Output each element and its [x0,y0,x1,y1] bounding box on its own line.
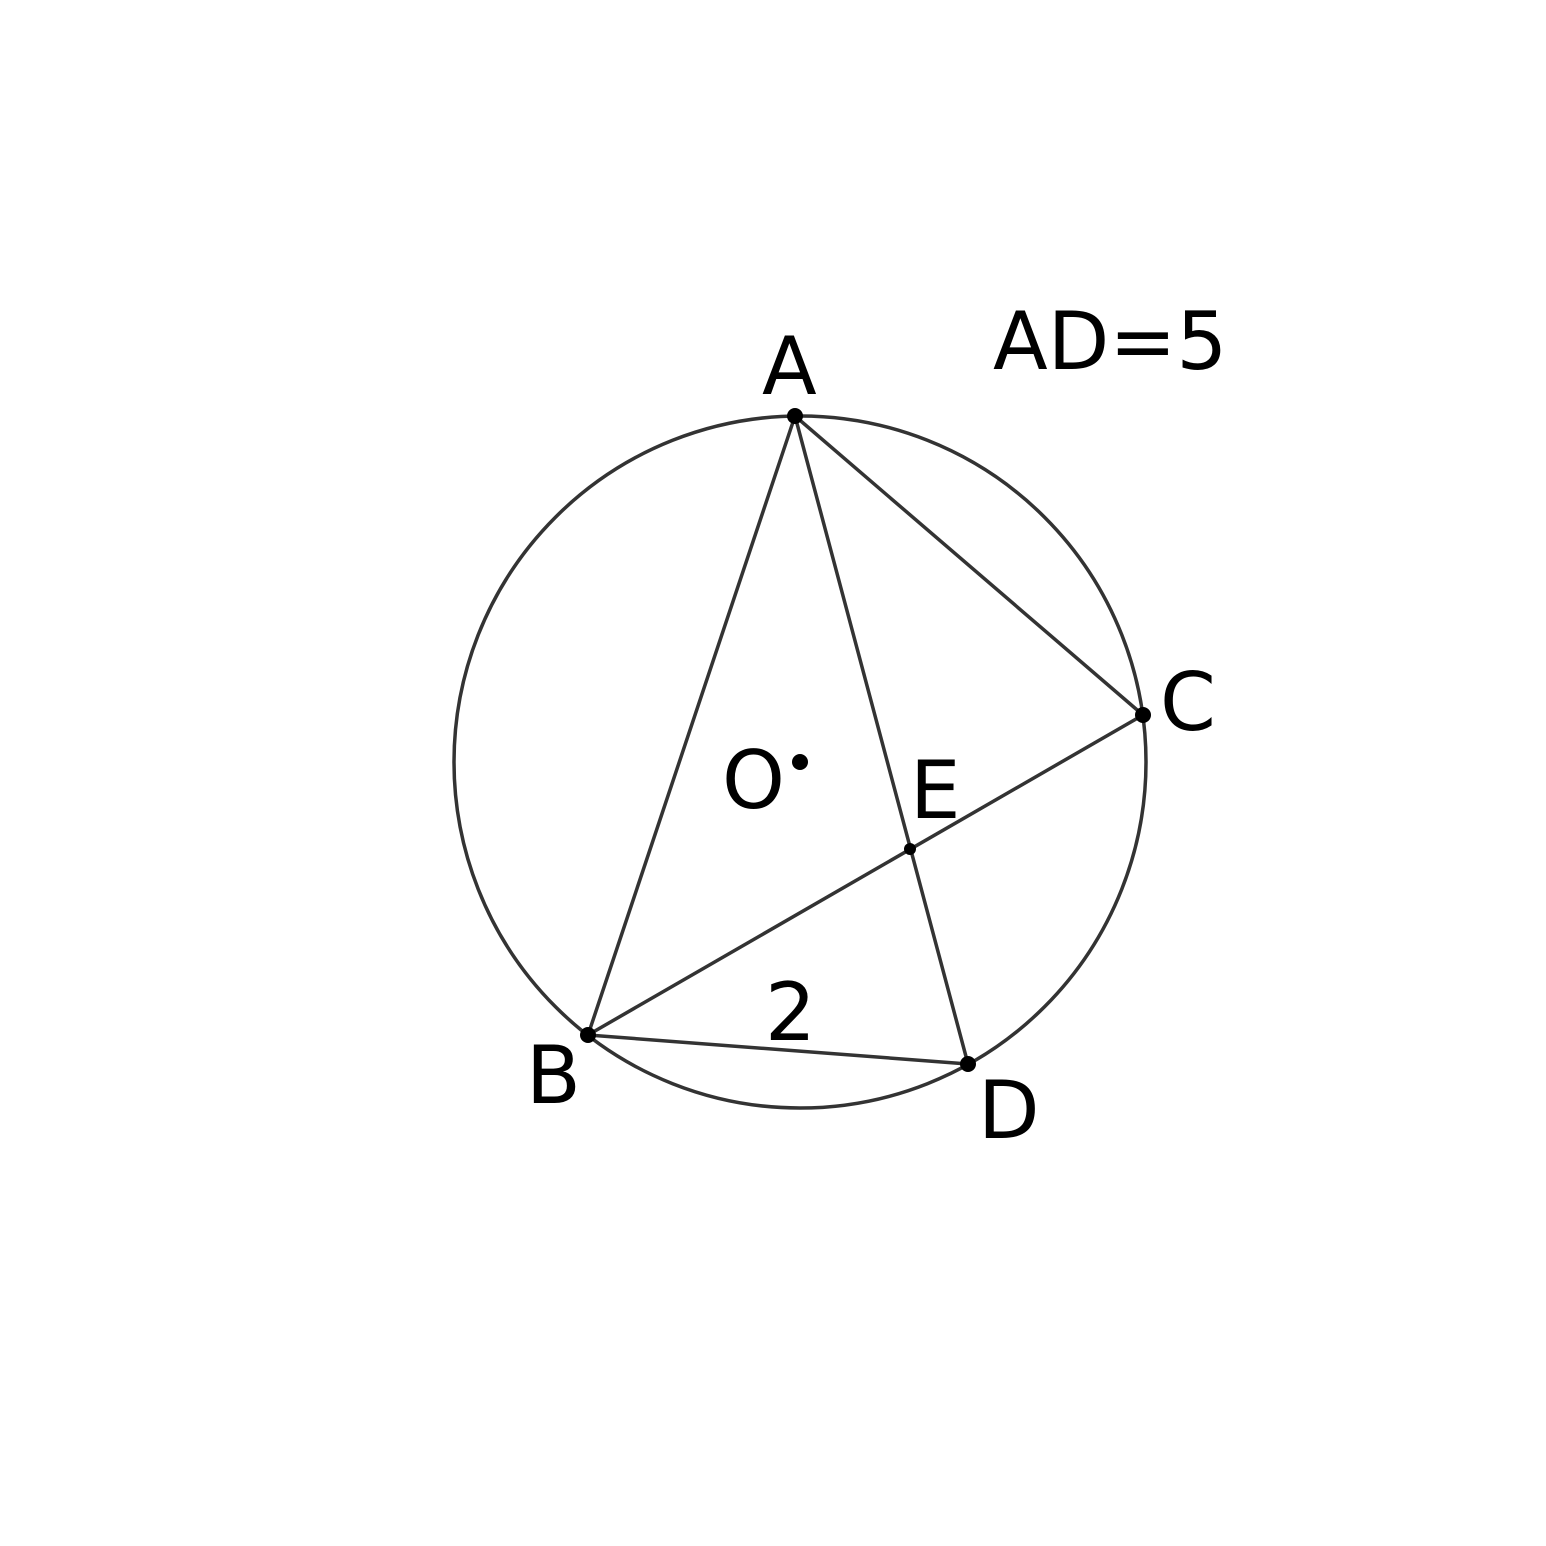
label-c: C [1160,656,1216,749]
label-b: B [526,1029,581,1122]
point-c [1135,707,1151,723]
segment-ab [586,415,797,1036]
label-a: A [762,320,817,413]
segment-bc [587,713,1144,1037]
label-e: E [910,744,961,837]
segment-ad [793,415,970,1065]
given-ad-length: AD=5 [993,295,1227,388]
point-e [904,843,916,855]
label-o: O [722,734,785,827]
label-bd-length: 2 [765,966,816,1059]
point-d [960,1056,976,1072]
segment-ac [793,414,1145,717]
point-a [787,408,803,424]
point-o [792,754,808,770]
label-d: D [978,1064,1040,1157]
segment-bd [587,1033,969,1066]
point-b [580,1027,596,1043]
